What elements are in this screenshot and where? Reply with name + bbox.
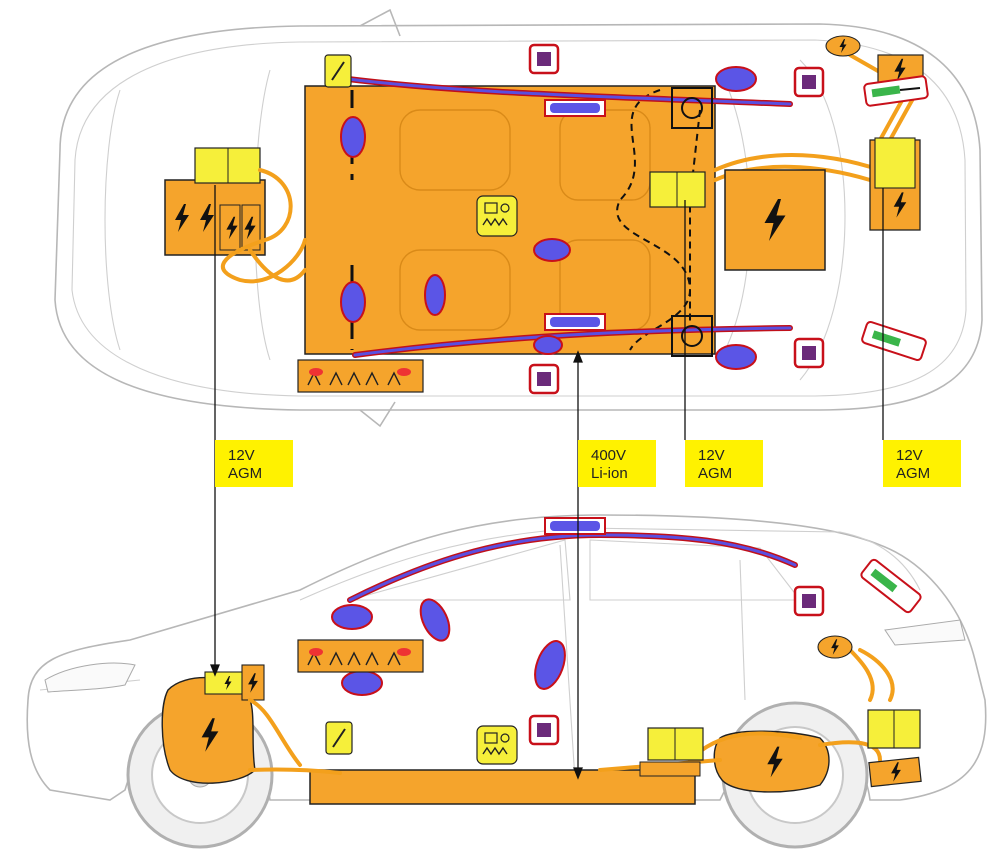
seatbelt-pretensioner-top	[324, 54, 352, 88]
front-hv-motor-side	[161, 664, 265, 784]
airbag-gas-generator-right	[544, 313, 606, 331]
label-pointer-lines	[210, 185, 884, 780]
curtain-airbag-left	[337, 75, 793, 107]
label-battery-hv-line2: Li-ion	[591, 465, 628, 482]
center-module-top	[649, 171, 706, 208]
airbag-ellipses-top	[340, 66, 757, 370]
gas-spring-top-1	[863, 75, 929, 107]
gas-spring-side	[860, 558, 922, 614]
top-view-car	[54, 8, 983, 428]
label-battery-rear-line2: AGM	[896, 465, 930, 482]
airbag-gas-generator-left	[544, 99, 606, 117]
airbag-control-strip-top	[297, 359, 424, 393]
airbag-control-strip-side	[297, 639, 424, 673]
label-battery-front-left-line1: 12V	[228, 447, 255, 464]
heater-icon	[476, 195, 518, 237]
label-battery-center: 12V AGM	[685, 440, 763, 487]
rear-module-top	[825, 35, 924, 231]
seatbelt-pretensioner-side	[325, 721, 353, 755]
crash-sensors-side	[528, 585, 825, 746]
rear-hv-unit-top	[724, 169, 826, 271]
label-battery-front-left-line2: AGM	[228, 465, 262, 482]
rear-hv-motor-side	[713, 730, 830, 793]
label-battery-front-left: 12V AGM	[215, 440, 293, 487]
label-battery-hv: 400V Li-ion	[578, 440, 656, 487]
crash-sensors-top	[528, 43, 825, 395]
label-battery-center-line1: 12V	[698, 447, 725, 464]
label-battery-rear-line1: 12V	[896, 447, 923, 464]
hv-battery-side	[309, 769, 696, 805]
curtain-airbag-side	[347, 517, 798, 603]
label-battery-rear: 12V AGM	[883, 440, 961, 487]
rear-module-side	[817, 635, 922, 788]
heater-icon-side	[476, 725, 518, 765]
gas-spring-top-2	[861, 320, 927, 362]
airbag-ellipses-side	[331, 598, 566, 696]
hv-connector-symbols-top	[671, 87, 713, 357]
center-module-side	[639, 727, 704, 777]
hv-cables-side	[248, 648, 895, 775]
label-battery-hv-line1: 400V	[591, 447, 626, 464]
front-module-top	[164, 147, 266, 256]
label-battery-center-line2: AGM	[698, 465, 732, 482]
